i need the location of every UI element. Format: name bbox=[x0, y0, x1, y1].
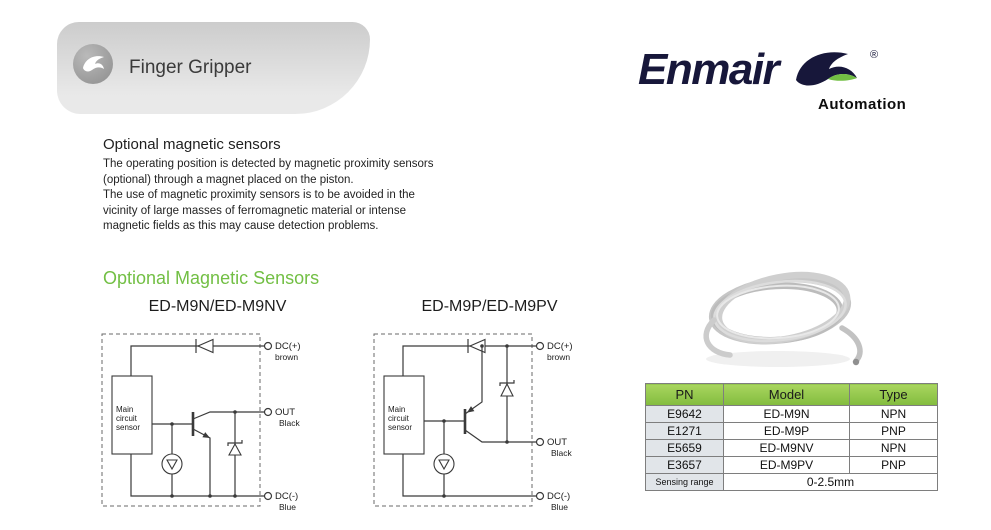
model-cell: ED-M9N bbox=[723, 405, 850, 423]
terminal-label: DC(-) bbox=[547, 491, 570, 502]
brand-tagline: Automation bbox=[818, 96, 907, 113]
type-cell: NPN bbox=[849, 439, 938, 457]
model-cell: ED-M9NV bbox=[723, 439, 850, 457]
intro-line: The use of magnetic proximity sensors is… bbox=[103, 189, 415, 201]
circuit-box-label: Main bbox=[116, 405, 133, 414]
intro-line: (optional) through a magnet placed on th… bbox=[103, 173, 354, 186]
model-cell: ED-M9P bbox=[723, 422, 850, 440]
intro-line: magnetic fields as this may cause detect… bbox=[103, 220, 379, 232]
terminal-label: OUT bbox=[275, 407, 295, 418]
diagram-title-pnp: ED-M9P/ED-M9PV bbox=[421, 298, 558, 315]
pn-cell: E1271 bbox=[645, 422, 724, 440]
circuit-box-label: sensor bbox=[116, 423, 140, 432]
table-header-model: Model bbox=[723, 383, 850, 406]
terminal-label: DC(-) bbox=[275, 491, 298, 502]
sensing-range-value: 0-2.5mm bbox=[723, 473, 938, 491]
sensor-cable-photo bbox=[703, 271, 863, 367]
wire-color-label: Black bbox=[551, 448, 573, 458]
brand-dolphin-icon bbox=[796, 52, 857, 86]
section-title: Optional Magnetic Sensors bbox=[103, 268, 320, 288]
circuit-box-label: Main bbox=[388, 405, 405, 414]
circuit-diagram-pnp: Main circuit sensor DC(+) brown OUT Blac… bbox=[373, 333, 573, 512]
intro-paragraph: The operating position is detected by ma… bbox=[103, 157, 433, 235]
table-header-row: PN Model Type bbox=[645, 383, 938, 406]
table-row: E3657 ED-M9PV PNP bbox=[645, 456, 938, 474]
wire-color-label: Blue bbox=[551, 502, 568, 512]
table-row: E5659 ED-M9NV NPN bbox=[645, 439, 938, 457]
registered-mark: ® bbox=[870, 49, 879, 61]
finger-gripper-logo bbox=[73, 44, 113, 84]
table-header-pn: PN bbox=[645, 383, 724, 406]
circuit-box-label: circuit bbox=[116, 414, 138, 423]
wire-color-label: brown bbox=[547, 352, 570, 362]
intro-line: vicinity of large masses of ferromagneti… bbox=[103, 204, 406, 217]
pn-cell: E5659 bbox=[645, 439, 724, 457]
model-cell: ED-M9PV bbox=[723, 456, 850, 474]
pn-cell: E9642 bbox=[645, 405, 724, 423]
circuit-box-label: circuit bbox=[388, 414, 410, 423]
intro-line: The operating position is detected by ma… bbox=[103, 158, 434, 170]
wire-color-label: Black bbox=[279, 418, 301, 428]
sensing-range-label: Sensing range bbox=[645, 473, 724, 491]
table-footer-row: Sensing range 0-2.5mm bbox=[645, 473, 938, 491]
type-cell: PNP bbox=[849, 422, 938, 440]
terminal-label: OUT bbox=[547, 437, 567, 448]
brand-logo: Enmair ® Automation bbox=[638, 48, 943, 126]
intro-heading: Optional magnetic sensors bbox=[103, 136, 281, 153]
page-title: Finger Gripper bbox=[129, 57, 252, 78]
brand-name: Enmair bbox=[638, 45, 780, 94]
type-cell: PNP bbox=[849, 456, 938, 474]
terminal-label: DC(+) bbox=[275, 341, 301, 352]
wire-color-label: brown bbox=[275, 352, 298, 362]
pn-cell: E3657 bbox=[645, 456, 724, 474]
type-cell: NPN bbox=[849, 405, 938, 423]
diagram-title-npn: ED-M9N/ED-M9NV bbox=[148, 298, 287, 315]
table-row: E1271 ED-M9P PNP bbox=[645, 422, 938, 440]
circuit-diagram-npn: Main circuit sensor DC(+) brown OUT Blac… bbox=[101, 333, 301, 512]
sensor-model-table: PN Model Type E9642 ED-M9N NPN E1271 ED-… bbox=[645, 383, 938, 491]
dolphin-icon bbox=[82, 55, 104, 71]
circuit-box-label: sensor bbox=[388, 423, 412, 432]
table-row: E9642 ED-M9N NPN bbox=[645, 405, 938, 423]
wire-color-label: Blue bbox=[279, 502, 296, 512]
table-header-type: Type bbox=[849, 383, 938, 406]
terminal-label: DC(+) bbox=[547, 341, 573, 352]
